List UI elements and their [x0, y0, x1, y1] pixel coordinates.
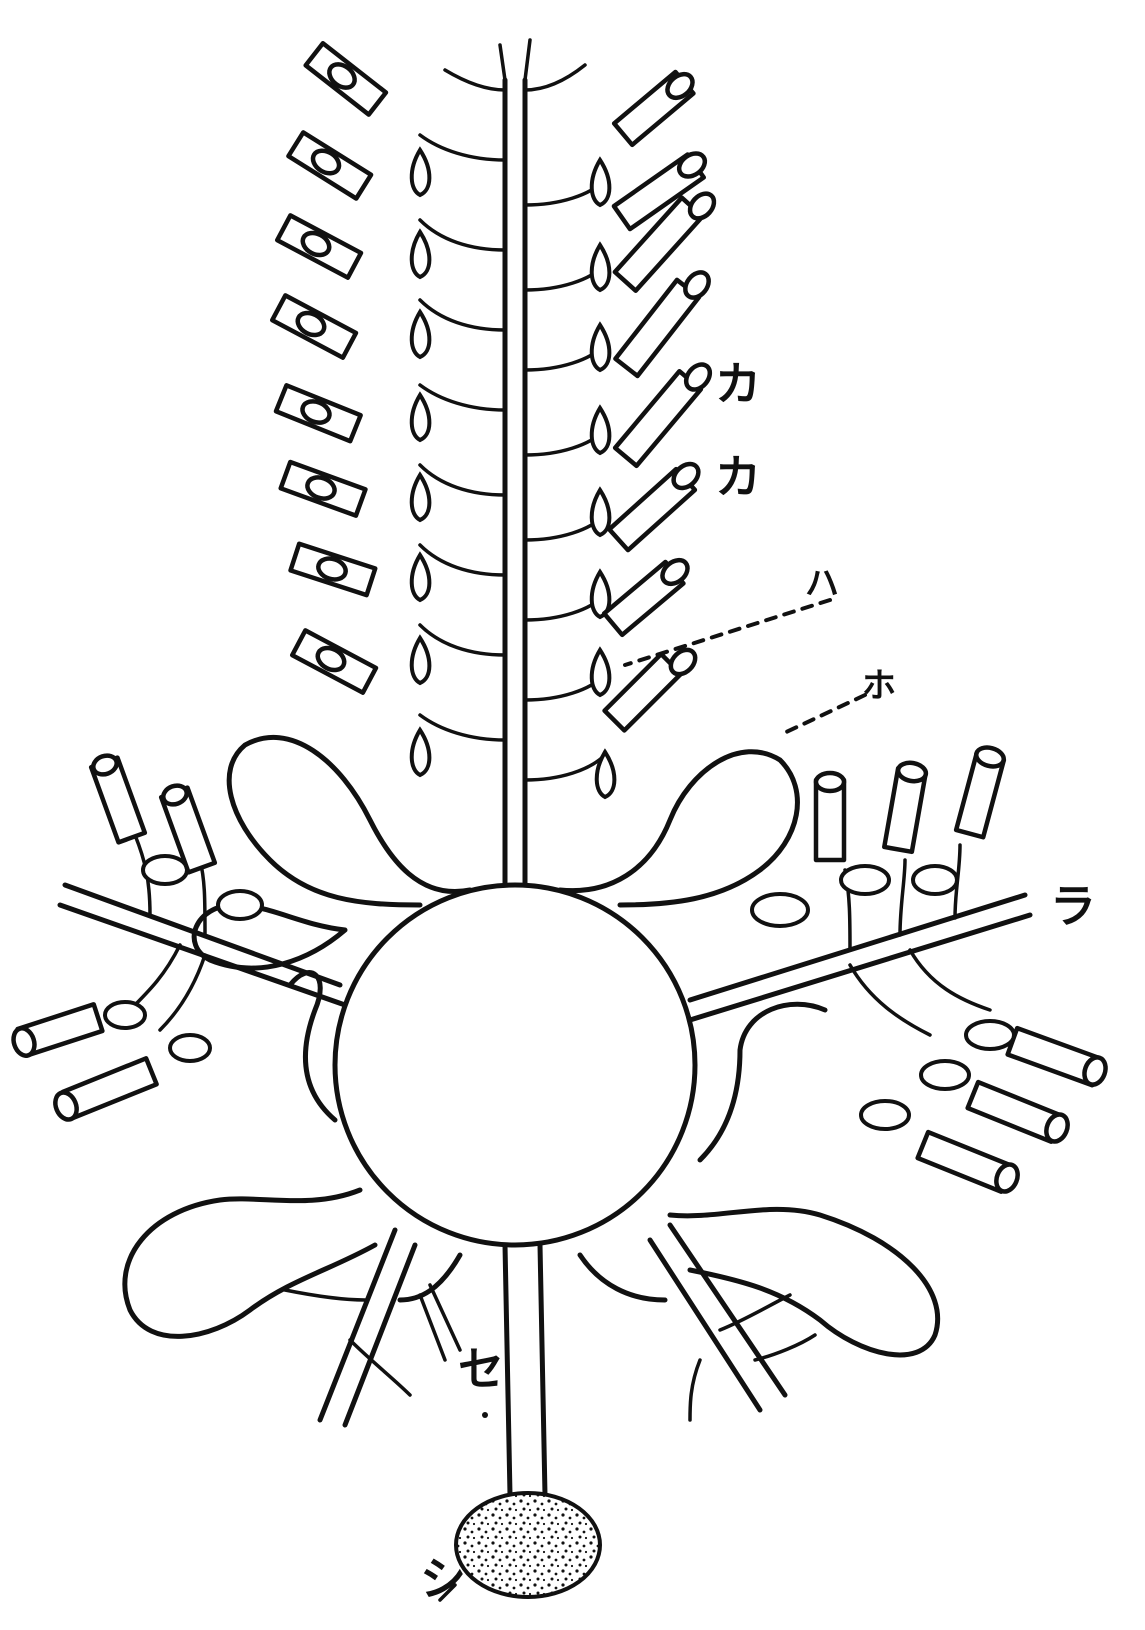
vesicle-lower-left [125, 1190, 375, 1336]
stone-canal [505, 1245, 545, 1495]
label-ka-upper: カ [715, 357, 761, 411]
madreporite [456, 1493, 600, 1597]
label-ka-lower: カ [715, 450, 761, 504]
vesicle-right [700, 1004, 825, 1160]
leader-ha [625, 600, 830, 665]
tube-foot [921, 1061, 1072, 1145]
tube-foot [10, 1002, 145, 1058]
lower-right-radial-canal [650, 1225, 815, 1420]
tube-foot [161, 782, 262, 919]
upper-left-tube-feet [272, 43, 429, 775]
lower-left-radial-canal [285, 1230, 460, 1425]
label-ha: ハ [805, 564, 839, 604]
label-shi: シ [420, 1552, 466, 1606]
upper-left-lateral-canals [420, 135, 505, 740]
ring-canal [335, 885, 695, 1245]
vesicle-upper-left [229, 737, 470, 905]
tube-foot [966, 1021, 1109, 1088]
upper-radial-canal [445, 40, 585, 885]
dot-se [482, 1412, 488, 1418]
tube-foot [51, 1035, 210, 1123]
right-radial-canal [690, 745, 1109, 1195]
label-ho: ホ [862, 666, 896, 706]
vesicle-bottom-right [580, 1255, 665, 1300]
label-ra: ラ [1050, 879, 1096, 933]
tube-foot [597, 645, 700, 797]
upper-right-tube-feet [592, 69, 719, 797]
left-radial-canal [10, 752, 345, 1122]
label-se: セ [458, 1342, 504, 1396]
leader-ho [780, 695, 865, 735]
